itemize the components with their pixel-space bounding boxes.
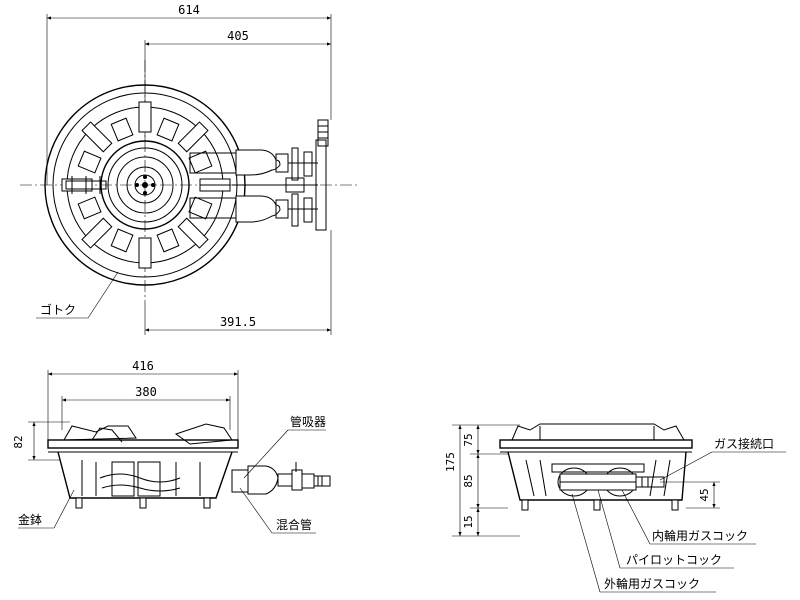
callout-pilot-cock: パイロットコック <box>597 489 734 569</box>
dim-391-5: 391.5 <box>144 230 332 335</box>
dim-405: 405 <box>144 29 331 140</box>
top-view: 614 405 <box>20 3 360 335</box>
dim-82: 82 <box>12 421 70 461</box>
dim-lower: 15 <box>462 515 475 528</box>
label-mixing-tube: 混合管 <box>276 517 312 532</box>
dim-top-width: 380 <box>135 385 157 399</box>
callout-mixing-tube: 混合管 <box>239 487 316 534</box>
label-gas-connection: ガス接続口 <box>714 436 774 451</box>
front-trivet <box>63 423 233 445</box>
label-inner-cock: 内輪用ガスコック <box>652 528 748 543</box>
label-iron: 金鉢 <box>18 512 42 527</box>
dim-45: 45 <box>660 481 720 509</box>
callout-inner-cock: 内輪用ガスコック <box>621 489 756 545</box>
burner-slots <box>77 117 213 253</box>
dim-trivet-height: 82 <box>12 435 25 448</box>
dim-gas-height: 45 <box>698 488 711 501</box>
dims-side-vertical: 175 75 85 15 <box>444 424 520 537</box>
dim-middle: 85 <box>462 474 475 487</box>
front-view: 416 380 82 <box>12 359 331 534</box>
dim-upper: 75 <box>462 433 475 446</box>
callout-outer-cock: 外輪用ガスコック <box>571 493 716 593</box>
dim-416: 416 <box>47 359 239 445</box>
label-trivet: ゴトク <box>40 302 76 317</box>
dim-overall-width: 614 <box>178 3 200 17</box>
burner-head <box>100 140 190 230</box>
dim-burner-to-connection: 405 <box>227 29 249 43</box>
label-outer-cock: 外輪用ガスコック <box>604 576 700 591</box>
callout-gas-connection: ガス接続口 <box>659 436 786 481</box>
label-venturi: 管吸器 <box>290 414 326 429</box>
callout-venturi: 管吸器 <box>243 414 326 479</box>
dim-380: 380 <box>61 385 231 430</box>
side-view: 175 75 85 15 <box>444 423 786 593</box>
trivet-callout: ゴトク <box>36 271 119 319</box>
label-pilot-cock: パイロットコック <box>626 553 722 567</box>
dim-total-height: 175 <box>444 452 457 472</box>
gas-valves <box>189 119 329 231</box>
dim-614: 614 <box>46 3 332 185</box>
dim-body-width: 416 <box>132 359 154 373</box>
trivet-arms <box>61 101 231 269</box>
pilot-left <box>65 176 107 194</box>
dim-center-to-connection: 391.5 <box>220 315 256 329</box>
callout-iron: 金鉢 <box>18 489 75 529</box>
